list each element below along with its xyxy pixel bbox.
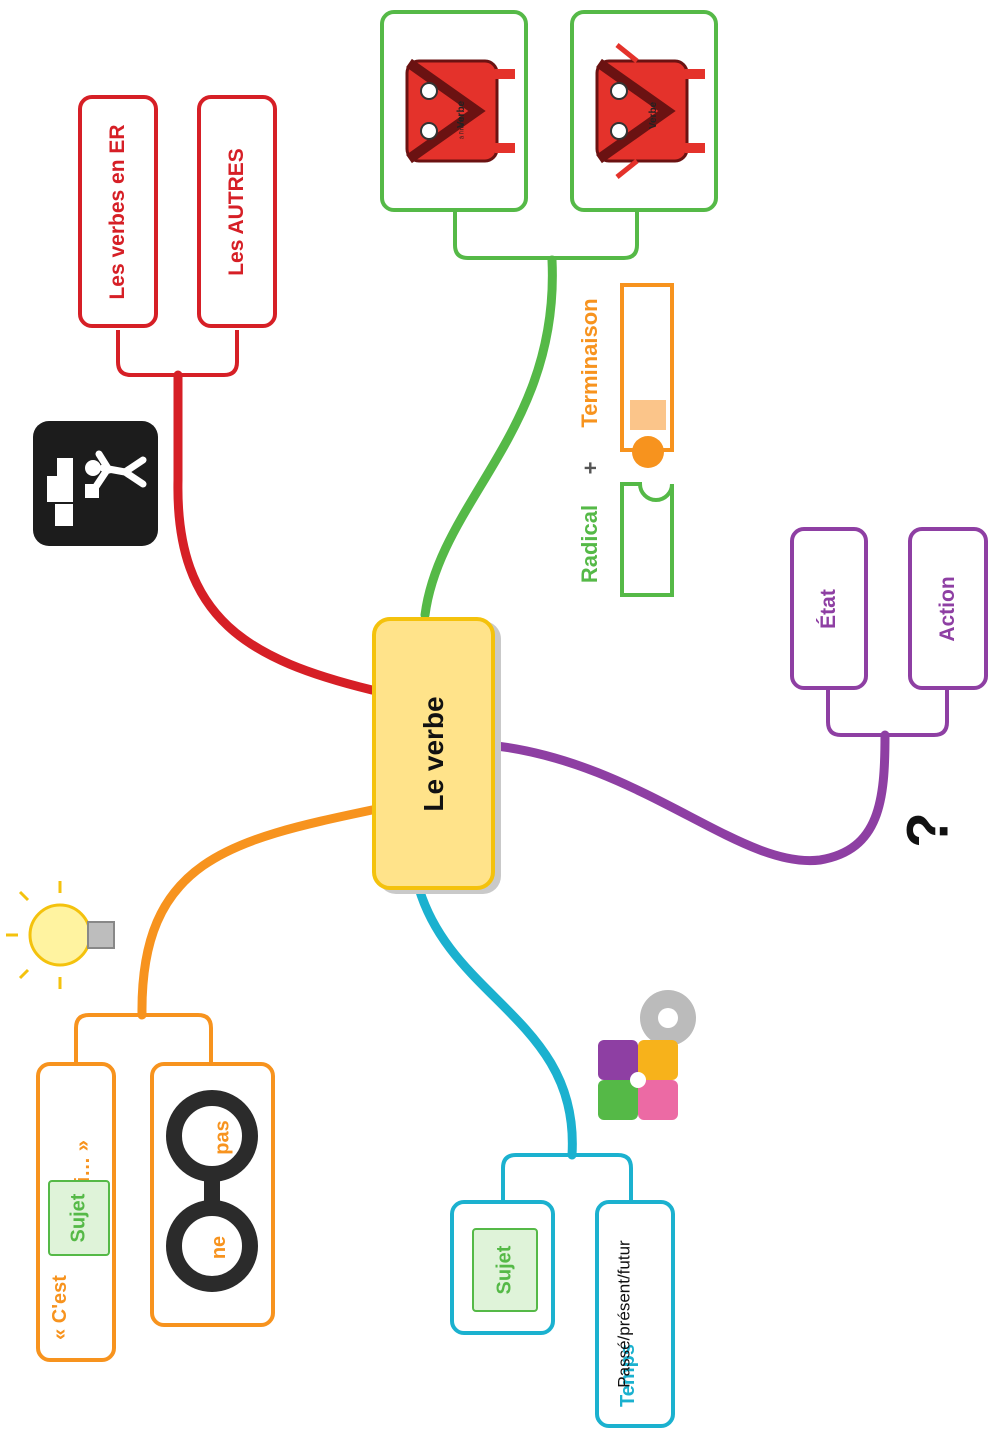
node-action[interactable]: Action [908,527,988,690]
green-bracket [453,212,639,260]
cyan-bracket [501,1153,633,1200]
sujet-tag: Sujet [472,1228,538,1312]
node-les-autres[interactable]: Les AUTRES [197,95,277,328]
central-node[interactable]: Le verbe [372,617,495,890]
purple-bracket [826,690,949,737]
node-temps[interactable]: Temps Passé/présent/futur [595,1200,675,1428]
node-cest-sujet-qui[interactable]: qui… » Sujet « C'est [36,1062,116,1362]
verb-monster-icon [595,43,705,179]
orange-branch-line [137,805,377,1020]
cyan-branch-line [413,880,577,1160]
sujet-tag-orange: Sujet [48,1180,110,1256]
handcuffs-icon [166,1090,258,1292]
red-bracket [116,330,239,377]
monster-card-infinitive[interactable]: Verbe à l'infinitif [380,10,528,212]
node-ne-pas[interactable]: pas ne [150,1062,275,1327]
person-sorting-boxes-icon [33,421,158,546]
red-branch-line [173,370,377,695]
node-verbes-er[interactable]: Les verbes en ER [78,95,158,328]
verb-monster-infinitive-icon [405,58,515,164]
purple-branch-line [483,730,890,866]
node-etat[interactable]: État [790,527,868,690]
green-branch-line [420,255,557,620]
radical-shape [620,482,674,597]
node-sujet[interactable]: Sujet [450,1200,555,1335]
orange-bracket [74,1013,213,1062]
monster-card-verbe[interactable]: Verbe [570,10,718,212]
